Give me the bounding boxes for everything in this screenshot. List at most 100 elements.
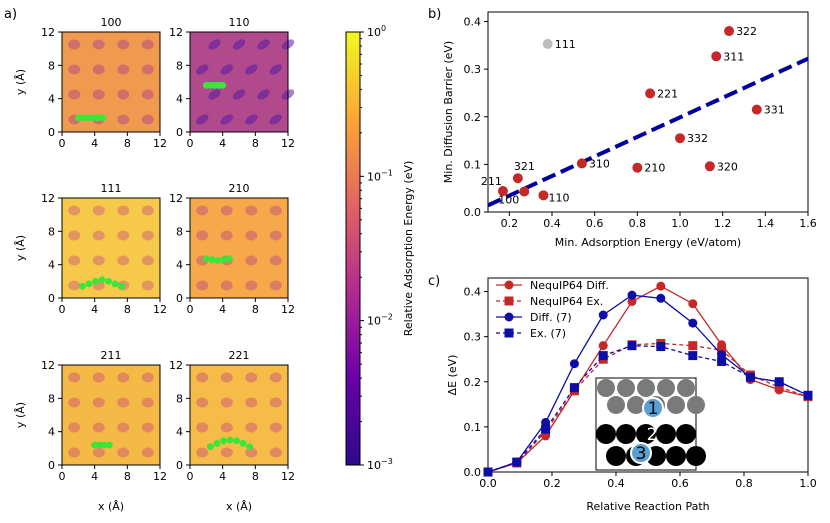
heatmap-frame xyxy=(61,31,161,133)
y-tick-label: 0.3 xyxy=(464,331,482,344)
scatter-label-221: 221 xyxy=(657,87,678,100)
colorbar-tick-label: 100 xyxy=(367,24,386,39)
scatter-label-321: 321 xyxy=(514,160,535,173)
legend-label: Diff. (7) xyxy=(530,311,572,324)
series-marker-3 xyxy=(745,372,755,382)
x-tick-label: 4 xyxy=(91,303,98,316)
heatmap-low-region xyxy=(68,89,81,100)
legend: NequIP64 Diff.NequIP64 Ex.Diff. (7)Ex. (… xyxy=(496,279,609,340)
y-axis-label: Min. Diffusion Barrier (eV) xyxy=(442,41,455,183)
scatter-label-332: 332 xyxy=(687,132,708,145)
heatmap-low-region xyxy=(68,280,81,291)
heatmap-low-region xyxy=(269,255,282,266)
panel-label-a: a) xyxy=(4,7,17,22)
heatmap-low-region xyxy=(245,255,258,266)
y-tick-label: 8 xyxy=(48,59,55,72)
series-line-3 xyxy=(487,345,809,473)
x-tick-label: 1.0 xyxy=(799,477,817,490)
x-tick-label: 0 xyxy=(59,303,66,316)
inset-structure: 123 xyxy=(595,377,706,471)
series-marker-2 xyxy=(627,290,637,300)
diffusion-path-point xyxy=(98,276,106,284)
series-marker-3 xyxy=(512,457,522,467)
y-tick-label: 0 xyxy=(48,459,55,472)
heatmap-low-region xyxy=(196,230,209,241)
heatmap-low-region xyxy=(220,372,233,383)
diffusion-path-point xyxy=(101,441,108,449)
inset-atom-upper xyxy=(677,379,695,397)
heatmap-low-region xyxy=(117,447,130,458)
y-tick-label: 8 xyxy=(176,392,183,405)
y-tick-label: 12 xyxy=(169,26,183,39)
heatmap-low-region xyxy=(68,447,81,458)
x-tick-label: 8 xyxy=(252,470,259,483)
x-tick-label: 0.2 xyxy=(543,477,561,490)
legend-marker xyxy=(504,296,514,306)
y-tick-label: 0 xyxy=(176,459,183,472)
x-tick-label: 8 xyxy=(124,137,131,150)
heatmap-low-region xyxy=(269,114,282,125)
inset-atom-lower xyxy=(666,446,686,466)
heatmap-low-region xyxy=(257,39,270,50)
heatmap-low-region xyxy=(117,64,130,75)
heatmap-title: 100 xyxy=(101,16,122,29)
heatmap-low-region xyxy=(117,230,130,241)
heatmap-low-region xyxy=(220,422,233,433)
y-tick-label: 4 xyxy=(48,259,55,272)
heatmap-low-region xyxy=(269,205,282,216)
x-axis-label: x (Å) xyxy=(98,500,124,513)
y-tick-label: 0 xyxy=(176,292,183,305)
heatmap-frame xyxy=(189,364,289,466)
x-tick-label: 1.6 xyxy=(799,217,817,230)
series-marker-3 xyxy=(569,383,579,393)
colorbar-tick-label: 10−1 xyxy=(367,168,393,183)
heatmap-low-region xyxy=(92,230,105,241)
diffusion-path-point xyxy=(239,439,247,447)
series-line-0 xyxy=(487,285,809,473)
inset-site-label-3: 3 xyxy=(636,444,647,464)
x-axis-label: Min. Adsorption Energy (eV/atom) xyxy=(555,236,741,249)
heatmap-low-region xyxy=(245,422,258,433)
series-marker-3 xyxy=(774,377,784,387)
x-tick-label: 0.6 xyxy=(671,477,689,490)
y-tick-label: 0 xyxy=(48,126,55,139)
y-tick-label: 8 xyxy=(176,59,183,72)
y-tick-label: 4 xyxy=(48,93,55,106)
x-tick-label: 1.4 xyxy=(757,217,775,230)
series-marker-3 xyxy=(483,467,493,477)
heatmap-low-region xyxy=(269,64,282,75)
heatmap-low-region xyxy=(92,372,105,383)
y-tick-label: 12 xyxy=(169,192,183,205)
heatmap-low-region xyxy=(245,397,258,408)
diffusion-path-point xyxy=(105,441,113,449)
heatmap-low-region xyxy=(141,447,154,458)
x-tick-label: 12 xyxy=(153,470,167,483)
series-marker-0 xyxy=(688,299,698,309)
heatmap-low-region xyxy=(245,230,258,241)
heatmap-low-region xyxy=(220,230,233,241)
heatmap-low-region xyxy=(196,114,209,125)
y-tick-label: 8 xyxy=(176,225,183,238)
heatmap-low-region xyxy=(196,397,209,408)
heatmap-low-region xyxy=(68,205,81,216)
x-tick-label: 12 xyxy=(281,303,295,316)
series-marker-0 xyxy=(598,341,608,351)
y-axis-label: y (Å) xyxy=(14,402,27,428)
scatter-label-100: 100 xyxy=(498,194,519,207)
diffusion-path-point xyxy=(213,439,221,447)
colorbar-tick-label: 10−2 xyxy=(367,313,393,328)
y-axis-label: y (Å) xyxy=(14,69,27,95)
inset-atom-lower xyxy=(616,424,636,444)
heatmap-low-region xyxy=(68,230,81,241)
series-marker-2 xyxy=(598,310,608,320)
scatter-label-311: 311 xyxy=(723,50,744,63)
diffusion-path-point xyxy=(105,277,112,285)
x-tick-label: 0 xyxy=(187,137,194,150)
diffusion-path-point xyxy=(202,255,210,263)
heatmap-low-region xyxy=(220,280,233,291)
series-marker-2 xyxy=(656,293,666,303)
colorbar-tick-label: 10−3 xyxy=(367,457,393,472)
heatmap-low-region xyxy=(117,422,130,433)
